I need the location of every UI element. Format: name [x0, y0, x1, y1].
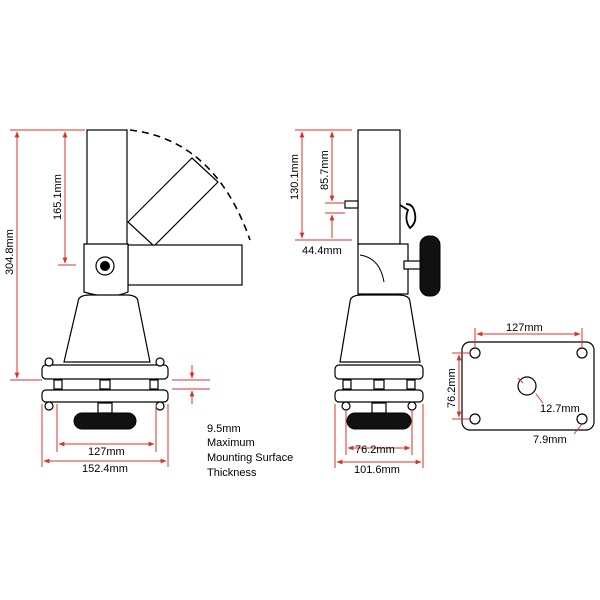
screw-shaft [371, 402, 387, 414]
dim-label: 76.2mm [355, 444, 395, 456]
base-dome [63, 294, 151, 363]
side-view: 304.8mm 165.1mm 127mm 152.4mm 9.5mm Maxi… [4, 129, 293, 479]
corner-hole [469, 347, 481, 359]
tilted-arm [127, 157, 219, 247]
lower-post [357, 243, 409, 295]
bolt-head [44, 401, 54, 411]
thickness-note: Mounting Surface [207, 452, 293, 464]
thickness-note: Thickness [207, 467, 257, 479]
leader-line [535, 393, 544, 404]
thickness-note: Maximum [207, 437, 255, 449]
bolt-head [155, 401, 165, 411]
spacer [342, 379, 352, 390]
bolt-head [407, 401, 417, 411]
spacer [373, 379, 385, 390]
dim-label: 7.9mm [533, 434, 567, 446]
bolt-head [155, 357, 165, 367]
upper-post [357, 129, 401, 245]
base-dome [339, 294, 421, 363]
dim-label: 76.2mm [446, 368, 458, 408]
dim-label: 12.7mm [540, 403, 580, 415]
lock-shaft [403, 260, 423, 270]
bolt-head [341, 401, 351, 411]
plate-view: 127mm 76.2mm 12.7mm 7.9mm [446, 322, 595, 446]
spacer [53, 379, 63, 390]
dim-label: 101.6mm [354, 464, 400, 476]
spacer [149, 379, 159, 390]
dim-label: 152.4mm [82, 463, 128, 475]
dim-label: 85.7mm [319, 150, 331, 190]
leader-line [517, 377, 524, 384]
corner-hole [576, 347, 588, 359]
clamp-knob [73, 412, 137, 430]
clamp-knob [346, 412, 412, 430]
clamp-top-plate [334, 364, 424, 380]
front-view: 130.1mm 85.7mm 44.4mm 76.2mm 101.6mm [289, 129, 441, 476]
dim-label: 127mm [506, 322, 543, 334]
dim-label: 44.4mm [302, 245, 342, 257]
thickness-value: 9.5mm [207, 423, 241, 435]
dim-label: 127mm [88, 446, 125, 458]
dim-label: 130.1mm [289, 154, 301, 200]
ring-pull [399, 203, 417, 230]
clamp-bottom-plate [334, 389, 424, 403]
center-hole [517, 376, 537, 396]
dim-label: 165.1mm [52, 174, 64, 220]
corner-hole [576, 413, 588, 425]
swing-arc [129, 129, 251, 241]
corner-hole [469, 413, 481, 425]
screw-shaft [97, 402, 113, 414]
clamp-top-plate [41, 364, 169, 380]
spacer [99, 379, 111, 390]
hinge-knob-inner [100, 261, 110, 271]
clamp-bottom-plate [41, 389, 169, 403]
dim-label: 304.8mm [4, 229, 16, 275]
pin [344, 200, 359, 209]
bolt-head [44, 357, 54, 367]
horizontal-arm [127, 244, 243, 286]
leader-line [573, 423, 583, 435]
lock-knob [419, 235, 441, 297]
spacer [406, 379, 416, 390]
lower-post-curve [359, 254, 385, 283]
